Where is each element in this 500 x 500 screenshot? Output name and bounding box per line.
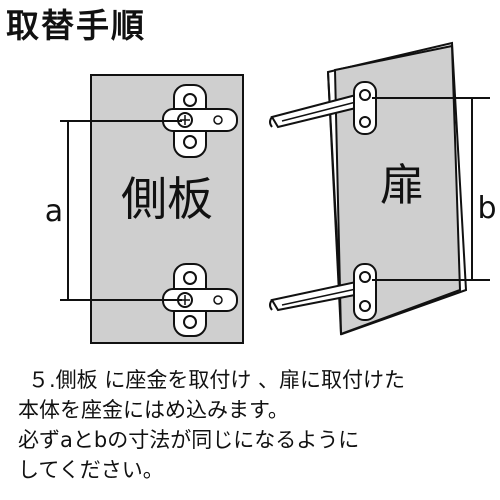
mounting-plate-bottom bbox=[162, 263, 238, 337]
instruction-line: 必ずaとbの寸法が同じになるように bbox=[18, 428, 360, 452]
screw-icon bbox=[183, 93, 197, 107]
instruction-line: してください。 bbox=[18, 458, 164, 482]
screw-icon bbox=[359, 271, 371, 283]
instruction-line: 本体を座金にはめ込みます。 bbox=[18, 398, 289, 422]
dimension-a: a bbox=[45, 120, 182, 301]
dimension-a-label: a bbox=[45, 194, 63, 229]
screw-icon bbox=[359, 116, 371, 128]
screw-icon bbox=[183, 315, 197, 329]
screw-icon bbox=[359, 89, 371, 101]
hinge-top bbox=[269, 81, 377, 135]
door-label: 扉 bbox=[380, 160, 424, 211]
mounting-plate-top bbox=[162, 84, 238, 158]
dimension-b-label: b bbox=[477, 191, 496, 226]
dimension-b: b bbox=[372, 97, 497, 281]
instruction-line: ５.側板 に座金を取付け 、扉に取付けた bbox=[28, 368, 406, 392]
side-panel-label: 側板 bbox=[121, 172, 213, 226]
page-title: 取替手順 bbox=[6, 6, 146, 45]
screw-icon bbox=[183, 271, 197, 285]
hinge-bottom bbox=[269, 263, 377, 321]
screw-icon bbox=[359, 300, 371, 312]
screw-icon bbox=[183, 135, 197, 149]
